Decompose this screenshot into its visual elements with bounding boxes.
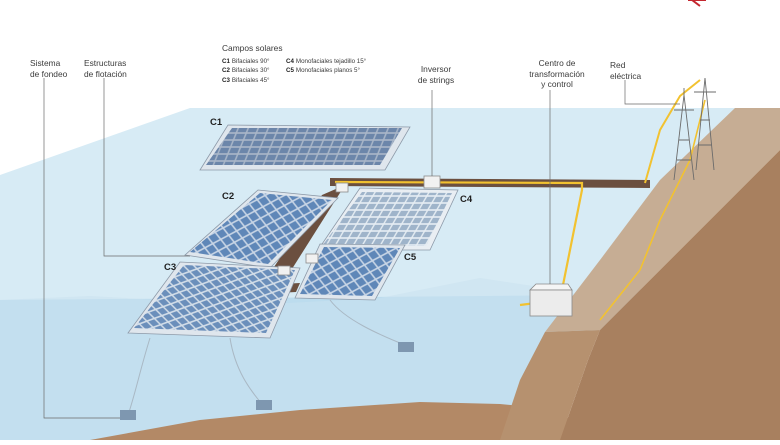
legend-title: Campos solares [222, 43, 283, 53]
control-building [530, 284, 572, 316]
inverter-box-3 [306, 254, 318, 263]
mooring-block-1 [120, 410, 136, 420]
inverter-box-main [424, 176, 440, 188]
mooring-block-3 [398, 342, 414, 352]
inverter-box-2 [336, 183, 348, 192]
inverter-box-4 [278, 266, 290, 275]
label-inversor: Inversor de strings [414, 64, 458, 85]
label-red-electrica: Red eléctrica [610, 60, 641, 81]
field-code-c1: C1 [210, 117, 222, 128]
brand-logo-icon [688, 0, 706, 6]
field-code-c5: C5 [404, 252, 416, 263]
control-building-top [530, 284, 572, 290]
control-building-body [530, 290, 572, 316]
leader-red [625, 80, 680, 104]
mooring-block-2 [256, 400, 272, 410]
field-code-c2: C2 [222, 191, 234, 202]
field-code-c3: C3 [164, 262, 176, 273]
label-estructuras-flotacion: Estructuras de flotación [84, 58, 127, 79]
solar-field-c1 [200, 125, 410, 170]
field-code-c4: C4 [460, 194, 472, 205]
label-centro-transformacion: Centro de transformación y control [520, 58, 594, 90]
label-sistema-fondeo: Sistema de fondeo [30, 58, 67, 79]
c1-panels [206, 128, 402, 165]
